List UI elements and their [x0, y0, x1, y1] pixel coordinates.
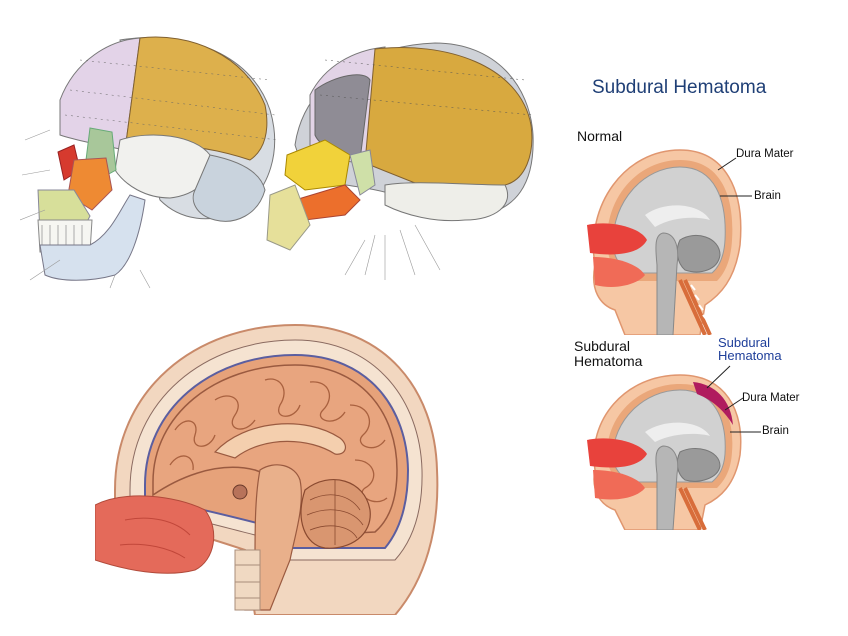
hematoma-heading-line2: Hematoma — [574, 353, 642, 369]
hematoma-heading-line1: Subdural — [574, 338, 630, 354]
hematoma-leader-lines — [695, 362, 775, 442]
skull-lateral-illustration — [20, 20, 280, 290]
hematoma-panel-heading: Subdural Hematoma — [574, 339, 642, 368]
normal-panel-heading: Normal — [577, 129, 622, 144]
diagram-title: Subdural Hematoma — [592, 78, 766, 98]
skull-sagittal-illustration — [265, 35, 545, 285]
normal-leader-lines — [700, 150, 760, 210]
brain-sagittal-illustration — [95, 320, 445, 615]
hematoma-callout-line2: Hematoma — [718, 348, 782, 363]
hematoma-callout-label: Subdural Hematoma — [718, 336, 782, 363]
